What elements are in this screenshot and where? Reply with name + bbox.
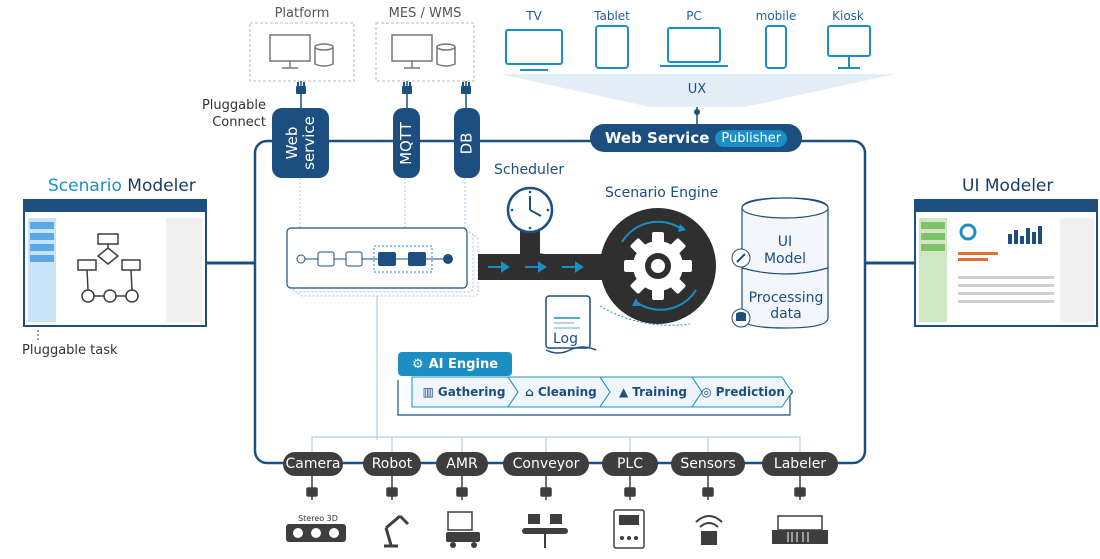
gear-small-icon: ⚙ — [411, 356, 424, 372]
scenario-modeler-title: Scenario Modeler — [48, 176, 196, 196]
log-label: Log — [553, 331, 579, 347]
ux-label: UX — [687, 82, 707, 97]
hw-conveyor: Conveyor — [503, 452, 589, 476]
scenario-engine-label: Scenario Engine — [605, 185, 719, 201]
scenario-modeler-window — [23, 199, 207, 327]
hw-labeler: Labeler — [762, 452, 838, 476]
mes-server-icon — [391, 34, 456, 69]
publisher-title: Web Service — [604, 129, 710, 147]
publisher-badge: Publisher — [715, 129, 788, 147]
hw-amr: AMR — [436, 452, 488, 476]
web-service-publisher: Web Service Publisher — [590, 124, 802, 152]
kiosk-icon — [827, 25, 871, 69]
mes-label: MES / WMS — [388, 6, 462, 21]
db-connector: DB — [454, 108, 480, 178]
sensor-icon — [695, 515, 723, 545]
hw-camera: Camera — [283, 452, 343, 476]
tv-icon — [505, 29, 563, 71]
conveyor-icon — [522, 514, 568, 548]
hw-robot: Robot — [363, 452, 421, 476]
device-label-tablet: Tablet — [594, 9, 630, 23]
tablet-icon — [595, 25, 629, 69]
mqtt-connector: MQTT — [393, 108, 420, 178]
device-label-pc: PC — [686, 9, 702, 23]
ai-engine-badge: ⚙AI Engine — [398, 352, 512, 376]
chart-icon: ▥ — [422, 385, 434, 399]
pluggable-connect-label: Pluggable Connect — [201, 98, 266, 130]
scheduler-label: Scheduler — [494, 162, 565, 178]
device-label-tv: TV — [526, 9, 542, 23]
mobile-icon — [765, 25, 787, 69]
workflow-card — [286, 227, 468, 289]
hw-sensors: Sensors — [671, 452, 745, 476]
pluggable-task-label: Pluggable task — [22, 343, 118, 358]
platform-server-icon — [269, 34, 334, 69]
ui-model-label: UI Model — [763, 234, 807, 267]
platform-label: Platform — [274, 6, 330, 21]
hw-plc: PLC — [602, 452, 658, 476]
processing-data-label: Processing data — [748, 290, 824, 322]
platform-box — [249, 22, 355, 82]
ui-modeler-title: UI Modeler — [962, 176, 1054, 196]
stage-gathering: ▥Gathering — [422, 385, 506, 399]
ui-modeler-window — [914, 199, 1098, 327]
stage-cleaning: ⌂Cleaning — [525, 385, 597, 399]
web-service-connector: Web service — [272, 108, 329, 178]
graduation-cap-icon: ▲ — [618, 385, 629, 399]
target-icon: ◎ — [701, 385, 712, 399]
camera-caption: Stereo 3D — [298, 514, 338, 523]
amr-icon — [446, 511, 480, 548]
stereo-camera-icon — [286, 524, 346, 542]
plc-icon — [613, 509, 645, 549]
stage-prediction: ◎Prediction — [701, 385, 785, 399]
robot-arm-icon — [384, 514, 410, 548]
pc-icon — [660, 27, 728, 67]
mes-box — [375, 22, 475, 82]
stage-training: ▲Training — [618, 385, 688, 399]
device-label-mobile: mobile — [755, 9, 797, 23]
labeler-icon — [772, 515, 828, 544]
device-label-kiosk: Kiosk — [832, 9, 864, 23]
gear-icon — [624, 232, 692, 300]
log-document — [545, 295, 591, 349]
broom-icon: ⌂ — [525, 385, 534, 399]
